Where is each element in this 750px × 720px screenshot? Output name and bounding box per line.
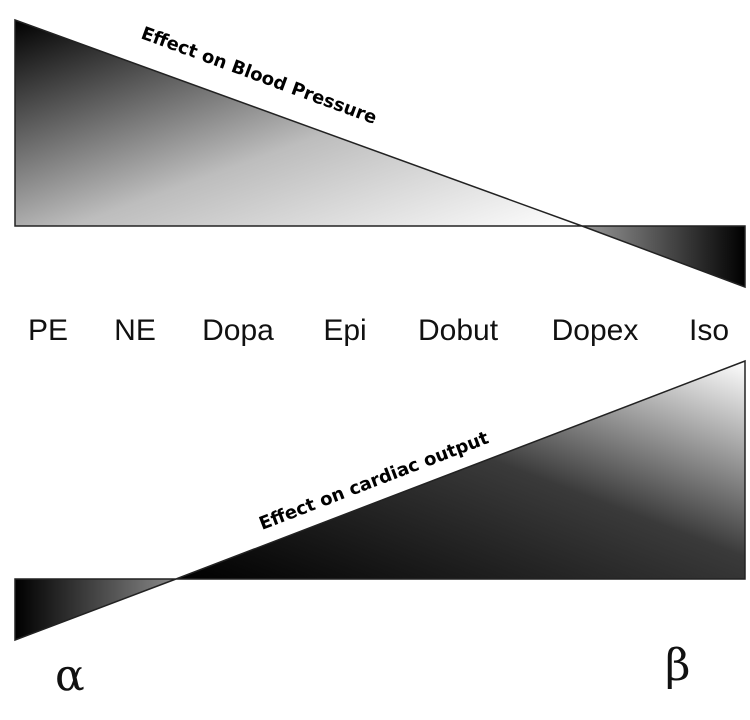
beta-symbol: β bbox=[665, 640, 690, 691]
drug-label-epi: Epi bbox=[323, 314, 366, 347]
blood-pressure-wedge: Effect on Blood Pressure bbox=[14, 18, 746, 289]
drug-label-dopex: Dopex bbox=[552, 314, 639, 347]
drug-label-ne: NE bbox=[114, 314, 156, 347]
cardiac-output-wedge: Effect on cardiac output bbox=[14, 359, 746, 642]
blood-pressure-negative-triangle bbox=[581, 225, 746, 289]
alpha-symbol: α bbox=[55, 650, 85, 701]
blood-pressure-positive-triangle bbox=[14, 18, 583, 227]
cardiac-output-positive-triangle bbox=[175, 359, 746, 580]
drug-label-iso: Iso bbox=[689, 314, 729, 347]
drug-labels: PE NE Dopa Epi Dobut Dopex Iso bbox=[28, 314, 729, 347]
cardiac-output-negative-triangle bbox=[14, 578, 177, 642]
drug-label-dopa: Dopa bbox=[202, 314, 274, 347]
drug-label-pe: PE bbox=[28, 314, 68, 347]
drug-label-dobut: Dobut bbox=[418, 314, 499, 347]
